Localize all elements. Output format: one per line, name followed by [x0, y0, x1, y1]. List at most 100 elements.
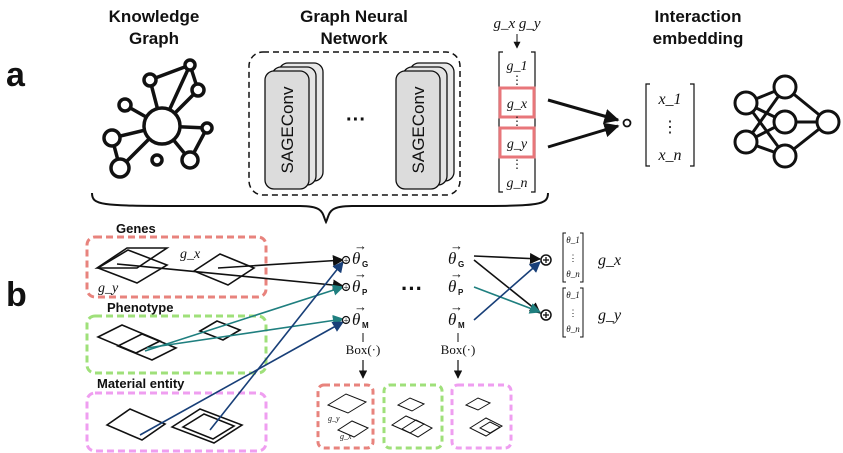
- gnn-ellipsis: ···: [346, 109, 366, 131]
- arrow-thetaG-to-op2: [473, 259, 541, 314]
- svg-text:→: →: [354, 299, 367, 314]
- svg-text:θ: θ: [352, 249, 360, 268]
- output-gx: g_x: [598, 252, 621, 269]
- out-entry-x1: x_1: [657, 91, 681, 108]
- material-box-2-inner: [181, 413, 236, 440]
- vec-entry-g1: g_1: [507, 59, 528, 74]
- svg-text:θ: θ: [448, 277, 456, 296]
- theta-vec1-top: θ_1: [566, 235, 579, 245]
- arrow-thetaG-to-op1: [473, 252, 542, 265]
- mini-label-gx: g_x: [340, 432, 352, 441]
- material-box-2: [170, 408, 244, 444]
- genes-box: [85, 235, 268, 299]
- embedding-vector: [498, 51, 536, 193]
- theta-sub-p-left: P: [362, 288, 368, 297]
- svg-text:+: +: [343, 283, 348, 293]
- vec-dots-2: ⋮: [511, 114, 523, 128]
- theta-vec2-bottom: θ_n: [566, 324, 580, 334]
- phenotype-box: [85, 314, 268, 375]
- theta-column-right: θ → G θ → P θ → M: [448, 238, 465, 330]
- svg-text:θ: θ: [352, 277, 360, 296]
- theta-sub-g-right: G: [458, 260, 464, 269]
- gene-parallelogram-gy: [96, 249, 169, 284]
- vec-entry-gy: g_y: [507, 137, 528, 152]
- header-network: Network: [320, 29, 388, 48]
- sageconv-label-2: SAGEConv: [409, 86, 428, 173]
- out-entry-xn: x_n: [657, 147, 681, 164]
- gene-box-gy: [94, 247, 170, 269]
- panel-label-b: b: [6, 276, 27, 314]
- group-label-genes: Genes: [116, 221, 156, 236]
- panel-label-a: a: [6, 56, 26, 94]
- arrow-thetaP-to-op2: [473, 286, 542, 314]
- svg-text:→: →: [354, 238, 367, 253]
- gene-parallelogram-gx: [192, 253, 256, 286]
- highlight-gx: [498, 86, 536, 119]
- svg-text:→: →: [450, 299, 463, 314]
- sageconv-label-1: SAGEConv: [278, 86, 297, 173]
- arrow-thetaM-to-op1: [473, 261, 541, 321]
- vec-dots-3: ⋮: [511, 157, 523, 171]
- gene-label-gy: g_y: [98, 281, 119, 296]
- theta-vec2-top: θ_1: [566, 290, 579, 300]
- header-interaction: Interaction: [655, 7, 742, 26]
- box-func-left: Box(·): [346, 342, 381, 357]
- vec-dots-1: ⋮: [511, 73, 523, 87]
- group-label-phenotype: Phenotype: [107, 300, 173, 315]
- gene-label-gx: g_x: [180, 247, 201, 262]
- theta-column-left: + + + θ → G θ → P θ → M: [341, 238, 369, 330]
- svg-text:→: →: [450, 238, 463, 253]
- hadamard-op-icon: [622, 118, 632, 128]
- section-brace: [91, 192, 549, 225]
- neural-network-icon: [733, 74, 841, 169]
- theta-vec1-bottom: θ_n: [566, 269, 580, 279]
- mini-pheno-box: [382, 383, 444, 450]
- svg-text:θ: θ: [448, 310, 456, 329]
- box-func-right: Box(·): [441, 342, 476, 357]
- mini-label-gy: g_y: [328, 414, 340, 423]
- pheno-box-3: [198, 320, 242, 341]
- theta-sub-m-right: M: [458, 321, 465, 330]
- theta-sub-m-left: M: [362, 321, 369, 330]
- header-embedding: embedding: [653, 29, 744, 48]
- svg-text:θ: θ: [448, 249, 456, 268]
- highlight-gy: [498, 126, 536, 159]
- arrow-pheno-to-theta-p: [144, 284, 345, 352]
- plus-op-icons: [540, 254, 552, 321]
- mini-shapes: [326, 393, 504, 438]
- knowledge-graph-icon: [102, 58, 214, 179]
- arrow-material-to-theta-m: [139, 321, 344, 436]
- out-dots: ⋮: [662, 119, 678, 136]
- theta-vec1-dots: ⋮: [569, 253, 578, 263]
- material-box: [85, 391, 268, 453]
- theta-vectors: [562, 232, 584, 338]
- output-gy: g_y: [598, 307, 622, 324]
- sageconv-stack-2: SAGEConv: [395, 62, 455, 190]
- arrow-pheno-to-theta-m: [146, 314, 345, 349]
- arrow-gx-to-op: [547, 98, 620, 124]
- header-knowledge: Knowledge: [109, 7, 200, 26]
- sageconv-stack-1: SAGEConv: [264, 62, 324, 190]
- svg-text:+: +: [343, 316, 348, 326]
- arrow-gene-to-theta-g: [217, 255, 345, 269]
- vec-entry-gx: g_x: [507, 97, 528, 112]
- header-graph-neural: Graph Neural: [300, 7, 408, 26]
- output-vector: [645, 83, 695, 167]
- group-label-material: Material entity: [97, 376, 185, 391]
- material-box-1: [105, 408, 167, 441]
- pheno-box-2: [116, 333, 178, 361]
- svg-text:→: →: [450, 266, 463, 281]
- header-graph: Graph: [129, 29, 179, 48]
- theta-sub-g-left: G: [362, 260, 368, 269]
- theta-ellipsis: ···: [401, 276, 423, 301]
- theta-sub-p-right: P: [458, 288, 464, 297]
- gnn-box: [248, 51, 461, 196]
- theta-vec2-dots: ⋮: [569, 308, 578, 318]
- arrow-gy-to-op: [547, 122, 620, 149]
- arrow-gene-to-theta-p: [116, 263, 345, 291]
- svg-text:+: +: [343, 256, 348, 266]
- mini-material-box: [450, 383, 513, 450]
- vec-entry-gn: g_n: [507, 176, 528, 191]
- arrow-material-to-theta-g: [209, 261, 344, 431]
